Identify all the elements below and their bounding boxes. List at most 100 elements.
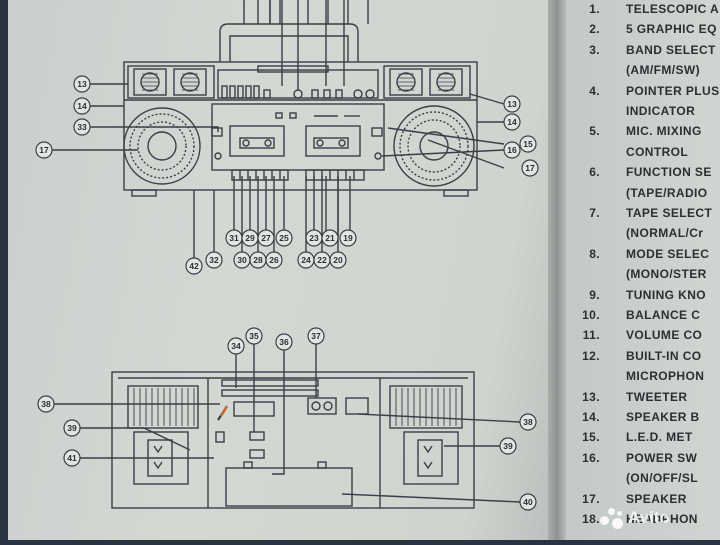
avito-logo-icon	[600, 508, 624, 530]
svg-text:39: 39	[67, 423, 77, 433]
legend-item-text: L.E.D. MET	[626, 430, 693, 445]
woofer-right	[393, 105, 475, 187]
legend-item-continuation: (AM/FM/SW)	[626, 63, 700, 78]
rear-body	[111, 371, 475, 509]
callout-38-left: 38	[37, 395, 55, 413]
callout-30: 30	[233, 251, 251, 269]
callout-22: 22	[313, 251, 331, 269]
legend-item-number: 18.	[582, 512, 600, 526]
callout-23: 23	[305, 229, 323, 247]
woofer-left	[123, 107, 201, 185]
legend-item-text: MIC. MIXING	[626, 124, 702, 139]
svg-text:30: 30	[237, 255, 247, 265]
eq-sliders	[221, 85, 260, 99]
tweeter-right	[389, 68, 463, 96]
callout-36: 36	[275, 333, 293, 351]
callout-38-right: 38	[519, 413, 537, 431]
svg-text:42: 42	[189, 261, 199, 271]
svg-text:24: 24	[301, 255, 311, 265]
avito-watermark: Avito	[600, 506, 710, 532]
svg-text:41: 41	[67, 453, 77, 463]
legend-item-continuation: (MONO/STER	[626, 267, 707, 282]
svg-text:34: 34	[231, 341, 241, 351]
legend-item-text: TUNING KNO	[626, 287, 706, 302]
legend-item-number: 12.	[582, 348, 600, 363]
legend-item-text: MODE SELEC	[626, 246, 710, 261]
legend-item-number: 2.	[589, 22, 600, 37]
svg-text:19: 19	[343, 233, 353, 243]
svg-text:32: 32	[209, 255, 219, 265]
legend-item-continuation: (ON/OFF/SL	[626, 471, 698, 486]
legend-item-number: 10.	[582, 308, 600, 322]
callout-29: 29	[241, 229, 259, 247]
legend-item-continuation: (NORMAL/Cr	[626, 226, 704, 241]
legend-item-number: 3.	[589, 42, 600, 57]
svg-text:20: 20	[333, 255, 343, 265]
svg-text:28: 28	[253, 255, 263, 265]
callout-39-left: 39	[63, 419, 81, 437]
svg-text:25: 25	[279, 233, 289, 243]
legend-item-text: FUNCTION SE	[626, 165, 712, 180]
svg-text:35: 35	[249, 331, 259, 341]
callout-42: 42	[185, 257, 203, 275]
svg-text:38: 38	[41, 399, 51, 409]
front-view	[52, 0, 505, 262]
legend-item-number: 1.	[589, 2, 600, 16]
callout-21: 21	[321, 229, 339, 247]
callout-13-left: 13	[73, 75, 91, 93]
watermark-text: Avito	[628, 508, 670, 527]
legend-item-number: 4.	[589, 83, 600, 98]
rear-view	[54, 344, 521, 509]
legend-item-text: BALANCE C	[626, 308, 701, 322]
svg-text:17: 17	[39, 145, 49, 155]
legend-item-continuation: MICROPHON	[626, 369, 705, 384]
callout-17-left: 17	[35, 141, 53, 159]
svg-text:16: 16	[507, 145, 517, 155]
legend-item-number: 17.	[582, 491, 600, 506]
callout-41: 41	[63, 449, 81, 467]
legend-item-number: 15.	[582, 430, 600, 445]
legend-item-text: VOLUME CO	[626, 328, 703, 343]
legend-item-text: BAND SELECT	[626, 42, 716, 57]
callout-39-right: 39	[499, 437, 517, 455]
legend-item-number: 6.	[589, 165, 600, 180]
vent-right	[389, 385, 463, 429]
boombox-diagram: 13 14 33 17 13 14 15 16 17 42 32 31 29 2…	[35, 0, 539, 511]
legend-item-text: TAPE SELECT	[626, 206, 713, 220]
svg-text:37: 37	[311, 331, 321, 341]
svg-text:38: 38	[523, 417, 533, 427]
legend-item-text: TELESCOPIC A	[626, 2, 720, 16]
callout-33: 33	[73, 118, 91, 136]
tweeter-left	[133, 68, 207, 96]
callout-20: 20	[329, 251, 347, 269]
callout-17-right: 17	[521, 159, 539, 177]
cassette-deck-b	[305, 125, 361, 157]
callout-27: 27	[257, 229, 275, 247]
callout-14-left: 14	[73, 97, 91, 115]
legend-item-text: BUILT-IN CO	[626, 348, 702, 363]
carry-handle	[219, 23, 359, 62]
callout-32: 32	[205, 251, 223, 269]
callout-25: 25	[275, 229, 293, 247]
legend-item-text: 5 GRAPHIC EQ	[626, 22, 717, 37]
legend-item-text: POWER SW	[626, 450, 698, 465]
callout-19: 19	[339, 229, 357, 247]
svg-text:29: 29	[245, 233, 255, 243]
legend-item-number: 16.	[582, 450, 600, 465]
callout-14-right: 14	[503, 113, 521, 131]
vent-left	[127, 385, 199, 429]
legend-item-continuation: INDICATOR	[626, 104, 696, 118]
svg-text:22: 22	[317, 255, 327, 265]
svg-text:13: 13	[507, 99, 517, 109]
svg-text:39: 39	[503, 441, 513, 451]
legend-item-continuation: (TAPE/RADIO	[626, 185, 708, 200]
callout-26: 26	[265, 251, 283, 269]
legend-item-text: POINTER PLUS	[626, 83, 720, 98]
svg-text:31: 31	[229, 233, 239, 243]
left-page: 13 14 33 17 13 14 15 16 17 42 32 31 29 2…	[8, 0, 556, 540]
callout-34: 34	[227, 337, 245, 355]
svg-text:33: 33	[77, 122, 87, 132]
callout-35: 35	[245, 327, 263, 345]
callout-15: 15	[519, 135, 537, 153]
svg-text:21: 21	[325, 233, 335, 243]
